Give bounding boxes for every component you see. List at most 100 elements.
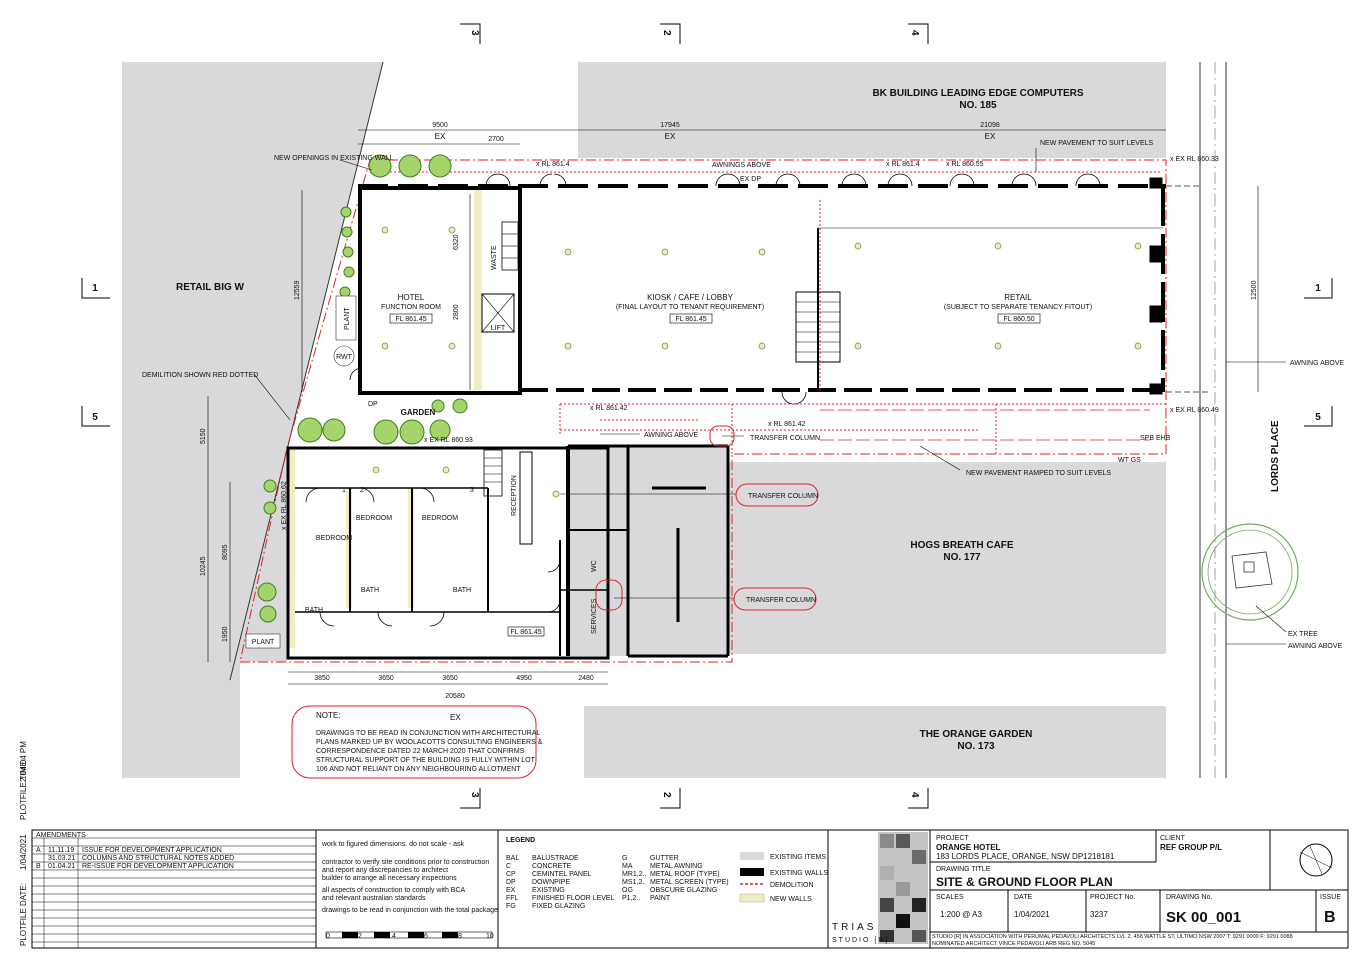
- dim-6320: 6320: [453, 234, 460, 250]
- rwt-label: RWT: [336, 354, 353, 361]
- room-2-num: 2: [360, 487, 364, 494]
- scale-2: 2: [358, 933, 362, 940]
- awnings-above-note: AWNINGS ABOVE: [712, 162, 771, 169]
- studio-name: TRIAS: [832, 922, 876, 933]
- studio-logo: [878, 832, 928, 944]
- legend-code-cp: CP: [506, 871, 516, 878]
- retail-sub: (SUBJECT TO SEPARATE TENANCY FITOUT): [944, 304, 1092, 311]
- reception-label: RECEPTION: [511, 475, 518, 516]
- section-mark-top-3: 3: [469, 30, 480, 36]
- section-mark-right-1: 1: [1315, 283, 1321, 294]
- legend-desc-bal: BALUSTRADE: [532, 855, 579, 862]
- rl-86055: x RL 860.55: [946, 161, 984, 168]
- neighbour-west: RETAIL BIG W: [176, 282, 245, 293]
- legend-code-dp: DP: [506, 879, 516, 886]
- legend-code-ex: EX: [506, 887, 516, 894]
- ex-rl-86049: x EX RL 860.49: [1170, 407, 1219, 414]
- dim-12500: 12500: [1251, 280, 1258, 300]
- retail-title: RETAIL: [1004, 293, 1032, 302]
- legend-code-og: OG: [622, 887, 633, 894]
- room-3-num: 3: [470, 487, 474, 494]
- section-mark-left-5: 5: [92, 412, 98, 423]
- dim-bottom-2: 3650: [378, 675, 394, 682]
- section-mark-bottom-2: 2: [661, 792, 672, 798]
- neighbour-south-name: THE ORANGE GARDEN: [920, 729, 1033, 740]
- note-heading: NOTE:: [316, 711, 340, 720]
- note-line-3: CORRESPONDENCE DATED 22 MARCH 2020 THAT …: [316, 748, 525, 755]
- legend-swatch-demolition: DEMOLITION: [770, 882, 814, 889]
- retail-fl: FL 860.50: [1003, 316, 1034, 323]
- section-mark-bottom-3: 3: [469, 792, 480, 798]
- legend-desc-p: PAINT: [650, 895, 671, 902]
- legend-desc-ffl: FINISHED FLOOR LEVEL: [532, 895, 615, 902]
- date-label: DATE: [1014, 894, 1032, 901]
- amend-3-date: 01.04.21: [48, 863, 75, 870]
- general-note-1: work to figured dimensions. do not scale…: [321, 841, 465, 848]
- plant-label-lower: PLANT: [252, 639, 275, 646]
- scale-10: 10: [486, 933, 494, 940]
- legend-code-ma: MA: [622, 863, 633, 870]
- legend-desc-fg: FIXED GLAZING: [532, 903, 585, 910]
- drawing-title: SITE & GROUND FLOOR PLAN: [936, 875, 1113, 889]
- awning-above-right-2: AWNING ABOVE: [1288, 643, 1343, 650]
- wc-label: WC: [591, 560, 598, 572]
- general-note-3: and report any discrepancies to architec…: [322, 867, 448, 874]
- dim-bottom-1: 3850: [314, 675, 330, 682]
- dim-ex-2: EX: [665, 132, 676, 141]
- general-note-6: and relevant australian standards: [322, 895, 426, 902]
- neighbour-south-no: NO. 173: [957, 741, 995, 752]
- dim-9500: 9500: [432, 122, 448, 129]
- scale-0: 0: [326, 933, 330, 940]
- neighbour-east-no: NO. 177: [943, 552, 981, 563]
- dim-2700: 2700: [488, 136, 504, 143]
- transfer-column-2: TRANSFER COLUMN: [748, 493, 818, 500]
- studio-sub: STUDIO [R]: [832, 937, 889, 944]
- amend-1-desc: ISSUE FOR DEVELOPMENT APPLICATION: [82, 847, 222, 854]
- rl-86142-a: x RL 861.42: [590, 405, 628, 412]
- general-note-5: all aspects of construction to comply wi…: [322, 887, 466, 894]
- drawing-no-label: DRAWING No.: [1166, 894, 1212, 901]
- legend-desc-g: GUTTER: [650, 855, 679, 862]
- plant-label-upper: PLANT: [344, 307, 351, 330]
- hotel-sub: FUNCTION ROOM: [381, 304, 441, 311]
- footer-line-1: STUDIO [R] IN ASSOCIATION WITH PERUMAL P…: [932, 934, 1293, 940]
- bedroom-1-label: BEDROOM: [316, 535, 352, 542]
- plotfile-date: 1/04/2021: [19, 834, 28, 870]
- dim-12559: 12559: [294, 280, 301, 300]
- legend-desc-ex: EXISTING: [532, 887, 565, 894]
- legend-desc-ma: METAL AWNING: [650, 863, 703, 870]
- neighbour-north-no: NO. 185: [959, 100, 997, 111]
- date-value: 1/04/2021: [1014, 910, 1050, 919]
- dim-17945: 17945: [660, 122, 680, 129]
- transfer-column-1: TRANSFER COLUMN: [750, 435, 820, 442]
- amend-3-desc: RE-ISSUE FOR DEVELOPMENT APPLICATION: [82, 863, 234, 870]
- scales-value: 1:200 @ A3: [940, 910, 982, 919]
- scale-6: 6: [424, 933, 428, 940]
- new-pavement-note: NEW PAVEMENT TO SUIT LEVELS: [1040, 140, 1154, 147]
- drawing-title-label: DRAWING TITLE: [936, 866, 991, 873]
- ex-tree-note: EX TREE: [1288, 631, 1318, 638]
- bedroom-3-label: BEDROOM: [422, 515, 458, 522]
- plotfile-time: 2:04:04 PM: [19, 741, 28, 782]
- dim-ex-3: EX: [985, 132, 996, 141]
- hotel-fl: FL 861.45: [395, 316, 426, 323]
- dim-1950: 1950: [222, 626, 229, 642]
- legend-code-bal: BAL: [506, 855, 519, 862]
- awning-above-note: AWNING ABOVE: [644, 432, 699, 439]
- amend-2-desc: COLUMNS AND STRUCTURAL NOTES ADDED: [82, 855, 234, 862]
- scale-4: 4: [392, 933, 396, 940]
- hogs-breath-area: [728, 462, 1166, 654]
- scale-8: 8: [458, 933, 462, 940]
- legend-swatch-existing-items: EXISTING ITEMS: [770, 854, 826, 861]
- kiosk-title: KIOSK / CAFE / LOBBY: [647, 293, 733, 302]
- project-name: ORANGE HOTEL: [936, 843, 1001, 852]
- scales-label: SCALES: [936, 894, 964, 901]
- note-line-2: PLANS MARKED UP BY WOOLACOTTS CONSULTING…: [316, 739, 543, 746]
- amendments-heading: AMENDMENTS: [36, 832, 86, 839]
- legend-desc-cp: CEMINTEL PANEL: [532, 871, 592, 878]
- dim-ex-1: EX: [435, 132, 446, 141]
- hotel-title: HOTEL: [398, 293, 425, 302]
- legend-code-p: P1,2..: [622, 895, 640, 902]
- legend-desc-mr: METAL ROOF (TYPE): [650, 871, 720, 878]
- amend-2-date: 31.03.21: [48, 855, 75, 862]
